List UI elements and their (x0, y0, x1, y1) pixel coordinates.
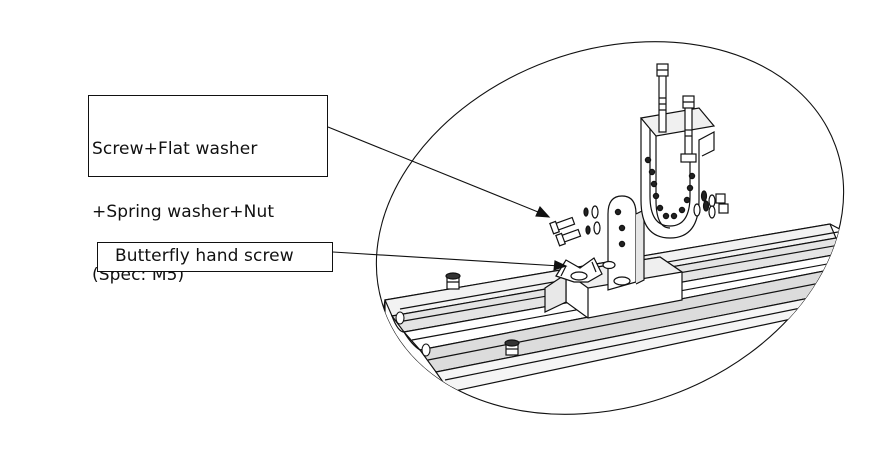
bolt-icon (656, 63, 669, 133)
screw-set-left (549, 216, 582, 247)
callout-fasteners: Screw+Flat washer +Spring washer+Nut (Sp… (88, 95, 328, 285)
bolt-icon (680, 95, 697, 163)
rail-nut (445, 272, 461, 290)
washer-set-left (583, 205, 601, 235)
small-bracket (602, 195, 645, 291)
callout-butterfly-screw: Butterfly hand screw (97, 242, 333, 272)
callout-fasteners-line-2: +Spring washer+Nut (92, 202, 275, 222)
end-screws (395, 311, 431, 357)
detail-ellipse (375, 41, 845, 415)
washer-set-right (693, 190, 729, 219)
callout-fasteners-line-1: Screw+Flat washer (92, 139, 258, 159)
leader-fasteners (327, 126, 551, 218)
rail-nut (504, 339, 520, 356)
butterfly-screw (555, 257, 603, 283)
leader-butterfly (332, 251, 568, 271)
